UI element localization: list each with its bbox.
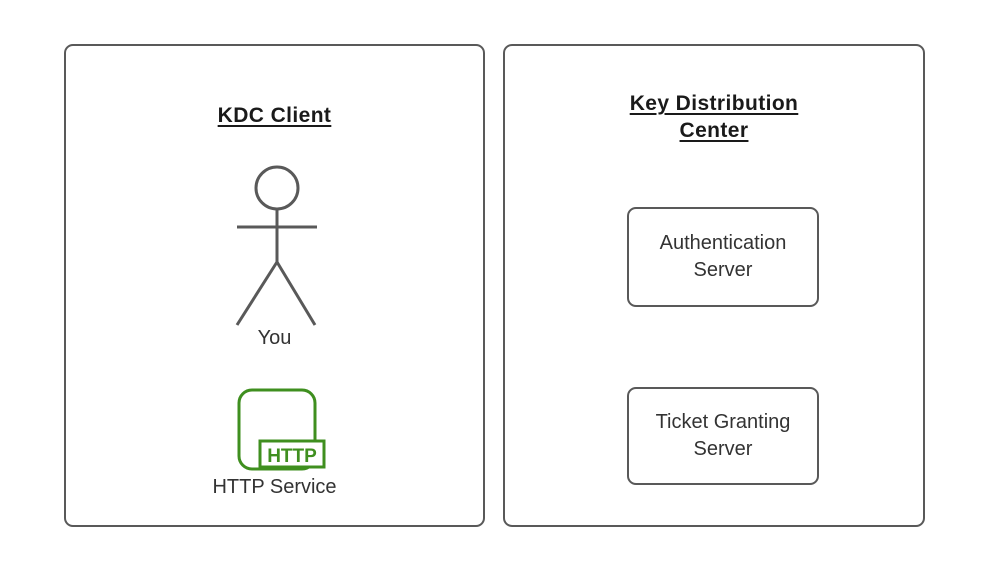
http-service-icon: HTTP xyxy=(237,388,326,471)
http-badge-text: HTTP xyxy=(267,446,317,467)
authentication-server-node: Authentication Server xyxy=(627,207,819,307)
kdc-client-title: KDC Client xyxy=(217,104,332,127)
key-distribution-center-panel: Key Distribution Center Authentication S… xyxy=(503,44,925,527)
authentication-server-label: Authentication Server xyxy=(659,232,787,281)
http-badge-frame xyxy=(258,439,326,469)
kdc-client-panel: KDC Client You HTTP HTTP Service xyxy=(64,44,485,527)
actor-icon xyxy=(235,165,317,326)
ticket-granting-server-node: Ticket Granting Server xyxy=(627,387,819,485)
ticket-granting-server-label: Ticket Granting Server xyxy=(655,411,791,460)
actor-label: You xyxy=(257,327,292,349)
http-service-label: HTTP Service xyxy=(212,476,337,498)
key-distribution-center-title: Key Distribution Center xyxy=(629,92,799,142)
